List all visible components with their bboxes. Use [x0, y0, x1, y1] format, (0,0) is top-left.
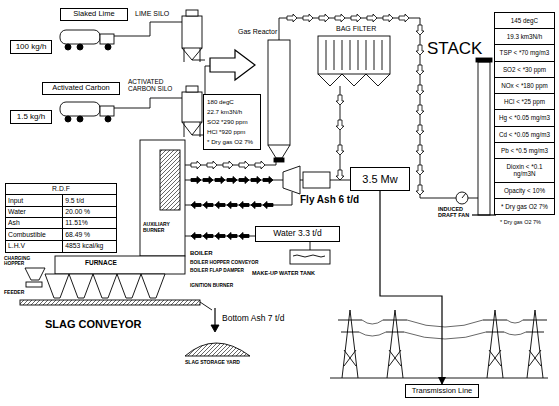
node-text: 68.49 % [63, 229, 116, 240]
node-text: HCl *920 ppm [207, 128, 257, 135]
gas-data-table: 180 degC 22.7 km3N/hSO2 *290 ppmHCl *920 … [203, 94, 261, 150]
part-label: FEEDER [4, 290, 24, 296]
power-box: 3.5 Mw [350, 167, 410, 191]
part-label: BOILER FLAP DAMPER [190, 268, 244, 273]
water-box: Water 3.3 t/d [255, 226, 340, 242]
input-box: Activated Carbon [42, 82, 120, 95]
node-text: 145 degC [495, 13, 554, 29]
node-text: Input [6, 195, 63, 206]
rate-box: 1.5 kg/h [10, 110, 52, 124]
part-label: LIME SILO [135, 10, 169, 18]
rate-box: 100 kg/h [10, 40, 52, 54]
node-text: SO2 < *30 ppm [495, 62, 554, 78]
part-label: BOILER [190, 250, 213, 257]
node-text: 19.3 km3N/h [495, 29, 554, 45]
part-label: SLAG CONVEYOR [45, 318, 142, 330]
part-label: IGNITION BURNER [190, 283, 233, 288]
node-text: Slaked Lime [73, 10, 114, 19]
node-text: * Dry gas O2 7% [495, 199, 554, 214]
part-label: ACTIVATED CARBON SILO [128, 78, 180, 92]
node-text: * Dry gas O2 7% [207, 138, 257, 145]
node-text: Activated Carbon [52, 84, 110, 93]
node-text: 20.00 % [63, 207, 116, 218]
node-text: Water 3.3 t/d [273, 229, 321, 239]
rdf-table: R.D.FInput9.5 t/dWater20.00 %Ash11.51%Co… [5, 183, 117, 253]
part-label: INDUCED DRAFT FAN [438, 206, 474, 218]
node-text: 1.5 kg/h [17, 112, 45, 121]
node-text: 22.7 km3N/h [207, 108, 257, 115]
part-label: CHARGING HOPPER [4, 256, 38, 267]
part-label: Gas Reactor [238, 28, 277, 36]
flow-label: Bottom Ash 7 t/d [222, 314, 284, 323]
node-text: 180 degC [207, 98, 257, 105]
node-text: Cd < *0.05 mg/m3 [495, 127, 554, 143]
node-text: Opacity < 10% [495, 183, 554, 199]
node-text: Water [6, 207, 63, 218]
node-text: L.H.V [6, 241, 63, 252]
flow-label: Fly Ash 6 t/d [300, 194, 359, 205]
node-text: 4853 kcal/kg [63, 241, 116, 252]
node-text: R.D.F [6, 184, 116, 195]
node-text: 9.5 t/d [63, 195, 116, 206]
node-text: 100 kg/h [16, 42, 47, 51]
emission-table: 145 degC19.3 km3N/hTSP < *70 mg/m3SO2 < … [494, 12, 555, 215]
input-box: Slaked Lime [60, 8, 128, 21]
node-text: Dioxin < *0.1 ng/m3N [495, 159, 554, 182]
part-label: AUXILIARY BURNER [143, 222, 183, 233]
node-text: Combustible [6, 229, 63, 240]
node-text: NOx < *180 ppm [495, 78, 554, 94]
node-text: Ash [6, 218, 63, 229]
flow-connector [380, 191, 442, 384]
part-label: BAG FILTER [336, 25, 376, 33]
node-text: TSP < *70 mg/m3 [495, 45, 554, 61]
node-text: 3.5 Mw [362, 173, 397, 186]
node-text: Hg < *0.05 mg/m3 [495, 110, 554, 126]
part-label: MAKE-UP WATER TANK [252, 270, 315, 276]
node-text: Pb < *0.5 mg/m3 [495, 143, 554, 159]
note: * Dry gas O2 7% [500, 219, 541, 225]
part-label: BOILER HOPPER CONVEYOR [190, 260, 259, 265]
node-text: 11.51% [63, 218, 116, 229]
part-label: FURNACE [85, 259, 117, 266]
part-label: STACK [427, 40, 482, 59]
transmission-box: Transmission Line [405, 384, 479, 398]
node-text: SO2 *290 ppm [207, 118, 257, 125]
node-text: HCl < *25 ppm [495, 94, 554, 110]
node-text: Transmission Line [412, 387, 473, 396]
part-label: SLAG STORAGE YARD [185, 360, 240, 366]
